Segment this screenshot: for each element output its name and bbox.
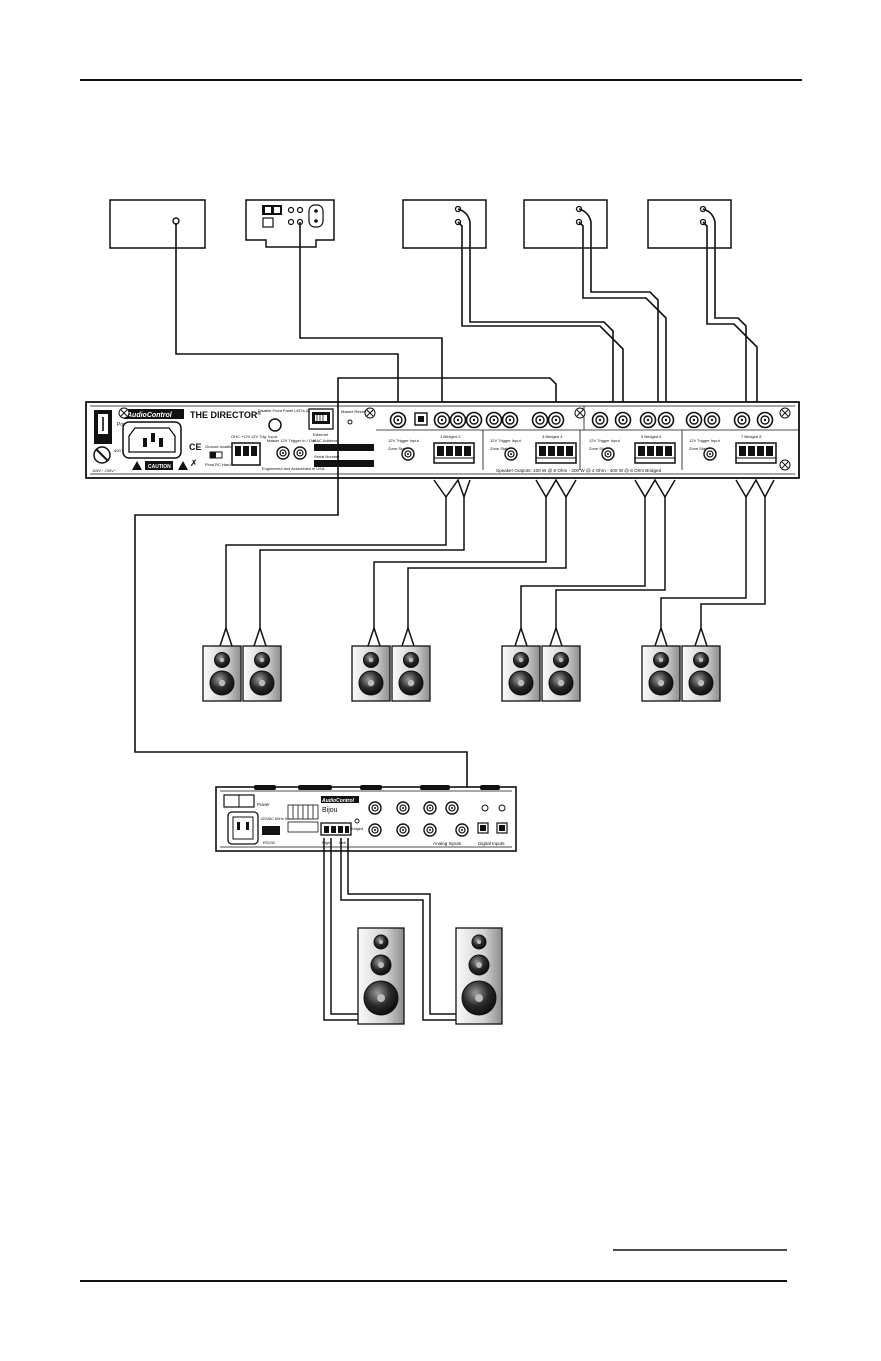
zone-bridge-label: 1 Bridged 2 xyxy=(440,434,461,439)
director-amplifier: Power 400 W Slo Blo 115V~ 230V~ AudioCon… xyxy=(85,401,800,479)
disable-led-button xyxy=(268,418,282,432)
zone-status-label: Zone Status xyxy=(388,446,410,451)
bijou-speaker-terminal xyxy=(320,822,352,836)
ground-options: Float RC Hard xyxy=(205,462,231,467)
caution-label: CAUTION xyxy=(145,461,173,470)
director-brand-plate xyxy=(124,409,184,419)
bijou-left-label: Left xyxy=(339,840,347,845)
zone-speakers xyxy=(202,645,721,702)
bijou-digital-inputs-label: Digital Inputs xyxy=(478,841,505,846)
bijou-voltage-label: 120VAC 60Hz 5A xyxy=(260,817,290,821)
source-device-3 xyxy=(402,199,487,249)
bijou-ac-inlet xyxy=(227,811,259,845)
trigger-terminal xyxy=(231,442,261,466)
zone-bridge-label: 3 Bridged 4 xyxy=(542,434,563,439)
zone-status-label: Zone Status xyxy=(689,446,711,451)
zone-trigger-label: 12V Trigger Input xyxy=(589,438,621,443)
master-reset-button xyxy=(347,419,353,425)
serial-number-plate xyxy=(314,460,374,467)
mac-address-plate xyxy=(314,444,374,451)
bijou-right-label: Right xyxy=(322,840,332,845)
serial-label: Serial Number xyxy=(314,454,340,459)
bijou-analog-inputs-label: Analog Inputs xyxy=(433,841,462,846)
zone-speaker-cables xyxy=(219,478,775,647)
zone-trigger-label: 12V Trigger Input xyxy=(689,438,721,443)
engineered-label: Engineered and Assembled in USA xyxy=(262,466,325,471)
svg-text:CAUTION: CAUTION xyxy=(148,464,171,470)
zone-4-block: 12V Trigger Input Zone Status 7 Bridged … xyxy=(689,434,777,464)
bijou-bridged-label: Bridged xyxy=(350,827,363,831)
weee-icon: ✗ xyxy=(190,458,198,468)
zone-bridge-label: 5 Bridged 6 xyxy=(641,434,662,439)
fuse-holder xyxy=(93,446,111,464)
bijou-protect-led xyxy=(354,818,360,824)
zone-status-label: Zone Status xyxy=(490,446,512,451)
source-device-2 xyxy=(245,199,335,248)
zone-trigger-label: 12V Trigger Input xyxy=(490,438,522,443)
disable-led-label: Disable Front Panel LED's & Alarm xyxy=(258,408,321,413)
mac-label: MAC Address xyxy=(313,438,337,443)
ground-isolation-label: Ground Isolation xyxy=(205,444,234,449)
source-device-5 xyxy=(647,199,732,249)
ethernet-port xyxy=(308,408,334,430)
zone-bridge-label: 7 Bridged 8 xyxy=(741,434,762,439)
warning-icon xyxy=(178,461,188,470)
voltage-label: 115V~ 230V~ xyxy=(92,468,117,473)
bijou-amplifier: Power 120VAC 60Hz 5A RS232 AudioControl … xyxy=(215,785,517,852)
trigger-in-label: 12V Trig. Input xyxy=(251,434,278,439)
bijou-model: Bijou xyxy=(322,807,338,814)
director-input-jacks xyxy=(389,411,774,429)
ce-mark-icon: CE xyxy=(189,442,202,452)
zone-trigger-label: 12V Trigger Input xyxy=(388,438,420,443)
source-device-4 xyxy=(523,199,608,249)
trigger-in-options: OHC +12V xyxy=(231,434,251,439)
power-switch xyxy=(94,410,112,444)
director-brand: AudioControl xyxy=(126,412,173,419)
zone-1-block: 12V Trigger Input Zone Status 1 Bridged … xyxy=(388,434,475,464)
bijou-dip-switches xyxy=(287,804,319,833)
speaker-outputs-label: Speaker Outputs: 100 W @ 8 Ohm - 200 W @… xyxy=(496,468,662,473)
bijou-power-label: Power xyxy=(257,802,270,807)
rs232-terminal xyxy=(262,826,280,835)
rs232-label: RS232 xyxy=(263,840,276,845)
director-model: THE DIRECTOR® xyxy=(190,410,261,420)
signal-cables xyxy=(175,208,758,412)
zone-status-label: Zone Status xyxy=(589,446,611,451)
ac-inlet xyxy=(122,421,182,459)
remote-trigger-label: Master 12V Trigger In / Out xyxy=(267,438,316,443)
source-device-1 xyxy=(109,199,206,249)
zone-2-block: 12V Trigger Input Zone Status 3 Bridged … xyxy=(490,434,577,464)
bijou-brand-plate xyxy=(321,796,359,803)
bijou-brand: AudioControl xyxy=(321,798,355,804)
master-reset-label: Master Reset xyxy=(341,409,366,414)
warning-icon xyxy=(132,461,142,470)
zone-3-block: 12V Trigger Input Zone Status 5 Bridged … xyxy=(589,434,676,464)
bijou-optical-inputs xyxy=(477,804,508,834)
ethernet-label: Ethernet xyxy=(313,432,329,437)
